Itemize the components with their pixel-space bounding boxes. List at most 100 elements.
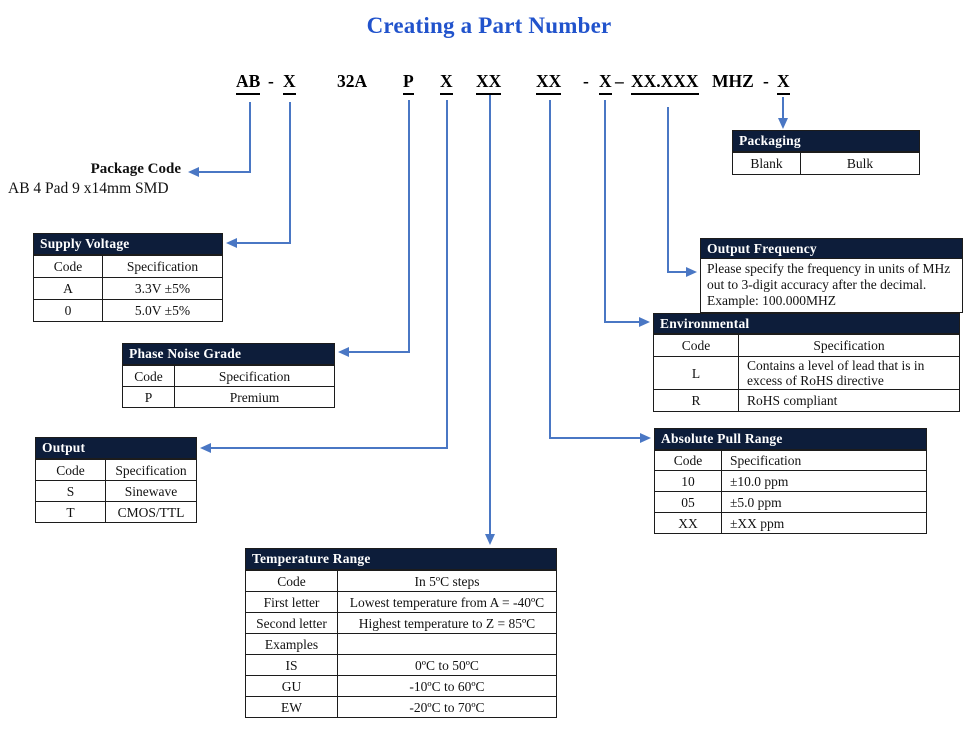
- table-cell: Code: [34, 256, 103, 277]
- table-cell: [338, 634, 556, 654]
- table-row: Code In 5ºC steps: [246, 570, 556, 591]
- pn-segment-output: X: [440, 71, 453, 95]
- output-frequency-line1: Please specify the frequency in units of…: [707, 261, 951, 292]
- table-cell: Specification: [813, 338, 885, 353]
- table-row: Examples: [246, 633, 556, 654]
- table-row: First letter Lowest temperature from A =…: [246, 591, 556, 612]
- pn-segment-voltage: X: [283, 71, 296, 95]
- output-frequency-box: Output Frequency Please specify the freq…: [700, 238, 963, 313]
- table-cell: A: [34, 278, 103, 299]
- table-row: XX ±XX ppm: [655, 512, 926, 533]
- table-cell: P: [123, 387, 175, 407]
- table-header: Absolute Pull Range: [655, 429, 926, 450]
- table-cell: Code: [655, 451, 722, 470]
- pn-segment-frequency: XX.XXX: [631, 71, 699, 95]
- table-cell: S: [36, 481, 106, 501]
- table-cell: 5.0V ±5%: [134, 303, 191, 318]
- pn-segment-temperature: XX: [476, 71, 502, 95]
- table-row: P Premium: [123, 386, 334, 407]
- table-row: 0 5.0V ±5%: [34, 299, 222, 321]
- table-row: A 3.3V ±5%: [34, 277, 222, 299]
- table-cell: Contains a level of lead that is in exce…: [747, 358, 925, 388]
- table-cell: -10ºC to 60ºC: [409, 678, 485, 694]
- table-row: Code Specification: [123, 365, 334, 386]
- table-cell: Specification: [730, 453, 802, 468]
- package-code-description: AB 4 Pad 9 x14mm SMD: [8, 180, 169, 197]
- table-cell: Specification: [115, 462, 187, 478]
- table-cell: Blank: [733, 153, 801, 174]
- package-code-label: Package Code: [90, 161, 181, 177]
- temperature-range-table: Temperature Range Code In 5ºC steps Firs…: [245, 548, 557, 718]
- table-cell: Specification: [218, 368, 291, 384]
- table-row: GU -10ºC to 60ºC: [246, 675, 556, 696]
- pn-dash: -: [268, 71, 274, 91]
- table-cell: R: [654, 390, 739, 411]
- table-cell: CMOS/TTL: [117, 504, 185, 520]
- table-cell: XX: [655, 513, 722, 533]
- pn-segment-packaging: X: [777, 71, 790, 95]
- table-cell: T: [36, 502, 106, 522]
- pn-segment-package: AB: [236, 71, 261, 95]
- table-row: IS 0ºC to 50ºC: [246, 654, 556, 675]
- table-cell: GU: [246, 676, 338, 696]
- table-row: T CMOS/TTL: [36, 501, 196, 522]
- table-cell: 0ºC to 50ºC: [415, 657, 479, 673]
- table-cell: Examples: [246, 634, 338, 654]
- table-cell: Second letter: [246, 613, 338, 633]
- table-row: S Sinewave: [36, 480, 196, 501]
- table-header: Temperature Range: [246, 549, 556, 570]
- table-cell: Bulk: [846, 156, 874, 171]
- table-cell: Code: [36, 460, 106, 480]
- table-row: EW -20ºC to 70ºC: [246, 696, 556, 717]
- table-header: Environmental: [654, 314, 959, 334]
- output-frequency-text: Please specify the frequency in units of…: [701, 259, 962, 312]
- table-row: Blank Bulk: [733, 152, 919, 174]
- page-title: Creating a Part Number: [366, 13, 612, 38]
- table-cell: Premium: [229, 389, 280, 405]
- table-cell: Sinewave: [124, 483, 178, 499]
- pn-dash: -: [763, 71, 769, 91]
- pn-segment-phase-noise: P: [403, 71, 414, 95]
- absolute-pull-range-table: Absolute Pull Range Code Specification 1…: [654, 428, 927, 534]
- table-cell: 3.3V ±5%: [134, 281, 191, 296]
- pn-segment-environmental: X: [599, 71, 612, 95]
- pn-dash: –: [615, 71, 624, 91]
- output-table: Output Code Specification S Sinewave T C…: [35, 437, 197, 523]
- table-cell: Specification: [126, 259, 199, 274]
- table-row: L Contains a level of lead that is in ex…: [654, 356, 959, 389]
- table-row: Code Specification: [34, 255, 222, 277]
- table-row: Code Specification: [655, 450, 926, 470]
- table-cell: 0: [34, 300, 103, 321]
- table-cell: 10: [655, 471, 722, 491]
- table-header: Output: [36, 438, 196, 459]
- table-row: R RoHS compliant: [654, 389, 959, 411]
- phase-noise-table: Phase Noise Grade Code Specification P P…: [122, 343, 335, 408]
- pn-segment-mhz: MHZ: [712, 71, 754, 91]
- table-cell: Code: [123, 366, 175, 386]
- table-cell: L: [654, 357, 739, 389]
- table-cell: EW: [246, 697, 338, 717]
- table-cell: Lowest temperature from A = -40ºC: [349, 594, 545, 610]
- table-header: Phase Noise Grade: [123, 344, 334, 365]
- table-row: Code Specification: [36, 459, 196, 480]
- table-row: 05 ±5.0 ppm: [655, 491, 926, 512]
- output-frequency-line2: Example: 100.000MHZ: [707, 293, 836, 308]
- table-cell: -20ºC to 70ºC: [409, 699, 485, 715]
- environmental-table: Environmental Code Specification L Conta…: [653, 313, 960, 412]
- table-cell: In 5ºC steps: [414, 573, 480, 589]
- supply-voltage-table: Supply Voltage Code Specification A 3.3V…: [33, 233, 223, 322]
- table-cell: ±5.0 ppm: [730, 494, 782, 510]
- table-cell: Code: [246, 571, 338, 591]
- pn-segment-series: 32A: [337, 71, 368, 91]
- table-header: Supply Voltage: [34, 234, 222, 255]
- table-cell: IS: [246, 655, 338, 675]
- table-row: 10 ±10.0 ppm: [655, 470, 926, 491]
- table-row: Code Specification: [654, 334, 959, 356]
- table-header: Output Frequency: [701, 239, 962, 259]
- packaging-table: Packaging Blank Bulk: [732, 130, 920, 175]
- table-header: Packaging: [733, 131, 919, 152]
- table-cell: ±XX ppm: [730, 515, 785, 531]
- table-cell: 05: [655, 492, 722, 512]
- table-cell: First letter: [246, 592, 338, 612]
